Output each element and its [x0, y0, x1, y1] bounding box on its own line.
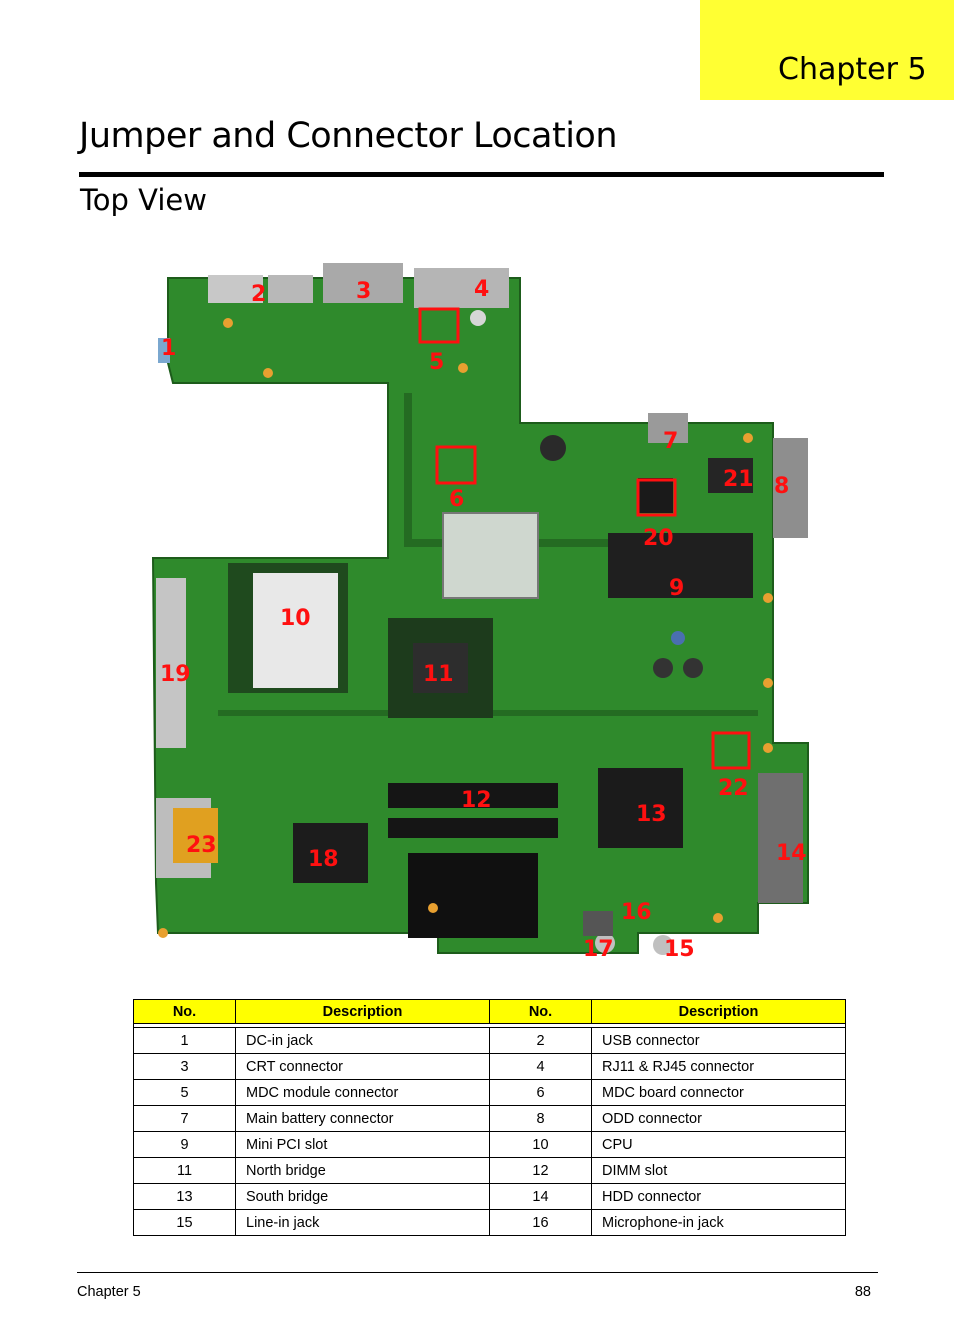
cell-no: 12	[489, 1157, 592, 1184]
cell-no: 2	[489, 1027, 592, 1054]
cell-no: 14	[489, 1183, 592, 1210]
cell-no: 7	[133, 1105, 236, 1132]
callout-6: 6	[449, 487, 464, 512]
cell-description: CPU	[591, 1131, 846, 1158]
chapter-label: Chapter 5	[778, 52, 927, 87]
cell-description: HDD connector	[591, 1183, 846, 1210]
table-header-row: No. Description No. Description	[133, 999, 846, 1024]
header-no: No.	[133, 999, 236, 1024]
callout-box-6	[435, 445, 477, 485]
header-no-2: No.	[489, 999, 592, 1024]
cell-no: 8	[489, 1105, 592, 1132]
motherboard-photo: 1 2 3 4 5 6 7 8 9 10 11 12 13 14 15 16 1…	[118, 243, 836, 969]
cell-description: Main battery connector	[235, 1105, 490, 1132]
cell-description: North bridge	[235, 1157, 490, 1184]
cpu-socket-shape	[442, 512, 539, 599]
callout-14: 14	[776, 841, 807, 866]
cell-description: ODD connector	[591, 1105, 846, 1132]
callout-19: 19	[160, 662, 191, 687]
cell-no: 16	[489, 1209, 592, 1236]
callout-4: 4	[474, 277, 489, 302]
usb-port-shape	[208, 275, 263, 303]
table-row: 3 CRT connector 4 RJ11 & RJ45 connector	[133, 1053, 846, 1080]
cell-no: 11	[133, 1157, 236, 1184]
section-title: Top View	[80, 183, 207, 217]
footer-divider	[77, 1272, 878, 1273]
cell-no: 6	[489, 1079, 592, 1106]
mini-pci-shape	[608, 533, 753, 598]
cell-no: 4	[489, 1053, 592, 1080]
table-row: 13 South bridge 14 HDD connector	[133, 1183, 846, 1210]
callout-7: 7	[663, 429, 678, 454]
callout-22: 22	[718, 776, 749, 801]
callout-2: 2	[251, 282, 266, 307]
cell-no: 10	[489, 1131, 592, 1158]
cell-description: CRT connector	[235, 1053, 490, 1080]
table-row: 11 North bridge 12 DIMM slot	[133, 1157, 846, 1184]
callout-box-22	[711, 731, 751, 770]
callout-20: 20	[643, 526, 674, 551]
callout-17: 17	[583, 937, 614, 962]
cell-description: South bridge	[235, 1183, 490, 1210]
header-description-2: Description	[591, 999, 846, 1024]
connector-table: No. Description No. Description 1 DC-in …	[133, 999, 846, 1236]
callout-10: 10	[280, 606, 311, 631]
cell-no: 15	[133, 1209, 236, 1236]
cell-description: Microphone-in jack	[591, 1209, 846, 1236]
cell-description: Line-in jack	[235, 1209, 490, 1236]
callout-11: 11	[423, 662, 454, 687]
cell-description: DC-in jack	[235, 1027, 490, 1054]
cell-description: Mini PCI slot	[235, 1131, 490, 1158]
table-row: 7 Main battery connector 8 ODD connector	[133, 1105, 846, 1132]
footer-chapter: Chapter 5	[77, 1284, 141, 1300]
callout-15: 15	[664, 937, 695, 962]
cell-no: 1	[133, 1027, 236, 1054]
callout-23: 23	[186, 833, 217, 858]
callout-1: 1	[161, 336, 176, 361]
cell-no: 13	[133, 1183, 236, 1210]
dimm-slot-shape	[388, 783, 558, 808]
callout-12: 12	[461, 788, 492, 813]
table-row: 9 Mini PCI slot 10 CPU	[133, 1131, 846, 1158]
callout-8: 8	[774, 474, 789, 499]
side-ports-shape	[156, 578, 186, 748]
callout-21: 21	[723, 467, 754, 492]
cell-description: MDC module connector	[235, 1079, 490, 1106]
odd-connector-shape	[773, 438, 808, 538]
callout-13: 13	[636, 802, 667, 827]
cell-no: 5	[133, 1079, 236, 1106]
cell-description: DIMM slot	[591, 1157, 846, 1184]
cpu-shape	[253, 573, 338, 688]
south-bridge-shape	[598, 768, 683, 848]
table-row: 5 MDC module connector 6 MDC board conne…	[133, 1079, 846, 1106]
header-description: Description	[235, 999, 490, 1024]
page-number: 88	[854, 1284, 871, 1300]
callout-3: 3	[356, 279, 371, 304]
cell-no: 9	[133, 1131, 236, 1158]
callout-box-20	[636, 478, 677, 517]
rj-port-shape	[414, 268, 509, 308]
callout-9: 9	[669, 576, 684, 601]
cell-description: USB connector	[591, 1027, 846, 1054]
table-row: 15 Line-in jack 16 Microphone-in jack	[133, 1209, 846, 1236]
table-row: 1 DC-in jack 2 USB connector	[133, 1027, 846, 1054]
crt-port-shape	[323, 263, 403, 303]
chapter-tab: Chapter 5	[700, 0, 954, 100]
cell-no: 3	[133, 1053, 236, 1080]
callout-16: 16	[621, 900, 652, 925]
page-title: Jumper and Connector Location	[79, 116, 618, 156]
hdd-connector-shape	[758, 773, 803, 903]
north-bridge-shape	[413, 643, 468, 693]
callout-18: 18	[308, 847, 339, 872]
cell-description: MDC board connector	[591, 1079, 846, 1106]
callout-box-5	[418, 307, 460, 344]
title-divider	[79, 172, 884, 177]
cell-description: RJ11 & RJ45 connector	[591, 1053, 846, 1080]
callout-5: 5	[429, 350, 444, 375]
